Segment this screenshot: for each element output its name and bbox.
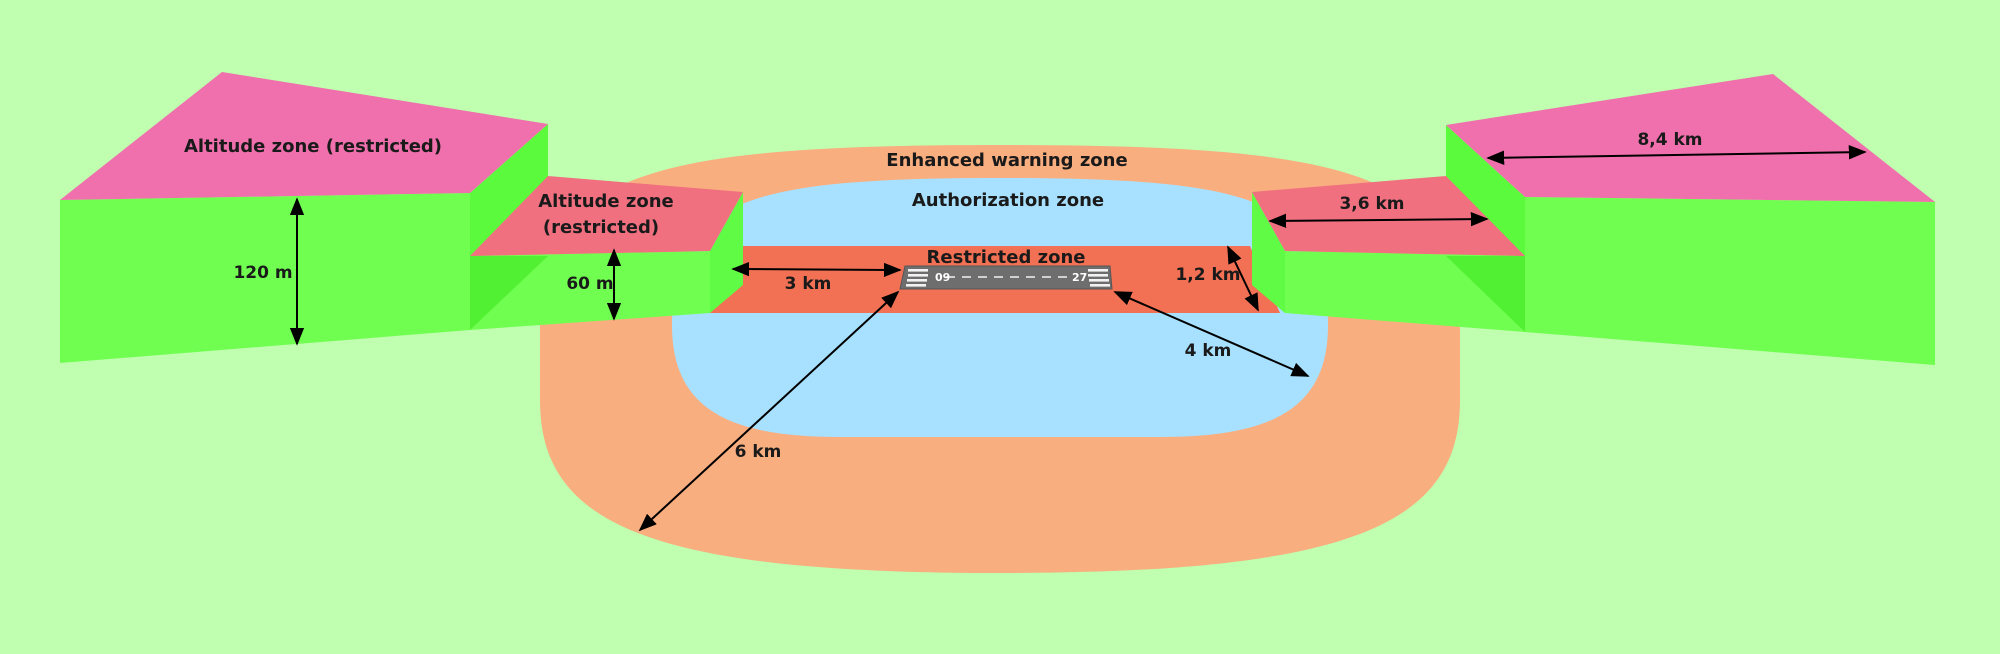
right-inner-shadow [1446, 256, 1525, 332]
altitude-zone-inner-label-line2: (restricted) [543, 217, 659, 238]
restricted-length-label: 3 km [785, 274, 832, 294]
height-60m-label: 60 m [566, 274, 613, 294]
left-inner-block-top [470, 176, 743, 256]
right-outer-block-top [1446, 74, 1935, 202]
inner-ramp-label: 3,6 km [1339, 194, 1404, 214]
authorization-radius-label: 4 km [1185, 341, 1232, 361]
enhanced-warning-zone-label: Enhanced warning zone [886, 150, 1127, 171]
left-inner-block-side [710, 192, 743, 313]
authorization-radius-arrow [1113, 291, 1310, 377]
warning-radius-arrow [638, 290, 900, 532]
runway-right-number: 27 [1072, 271, 1087, 284]
left-outer-block-top [60, 72, 548, 200]
outer-ramp-arrow [1486, 145, 1867, 165]
restricted-zone-label: Restricted zone [927, 247, 1086, 268]
outer-ramp-label: 8,4 km [1637, 130, 1702, 150]
warning-radius-label: 6 km [735, 442, 782, 462]
runway-left-number: 09 [935, 271, 950, 284]
restricted-length-arrow [731, 261, 902, 278]
inner-ramp-arrow [1268, 211, 1489, 229]
left-inner-shadow [470, 256, 548, 330]
left-outer-block-front [60, 193, 470, 363]
altitude-zone-inner-label-line1: Altitude zone [538, 191, 674, 212]
authorization-zone-label: Authorization zone [912, 190, 1104, 211]
runway: 09 27 [899, 265, 1113, 290]
altitude-zone-outer-label: Altitude zone (restricted) [184, 136, 442, 157]
right-inner-block-side [1252, 192, 1285, 313]
height-120m-label: 120 m [233, 263, 292, 283]
restricted-width-label: 1,2 km [1175, 265, 1240, 285]
right-outer-block-front [1525, 197, 1935, 365]
